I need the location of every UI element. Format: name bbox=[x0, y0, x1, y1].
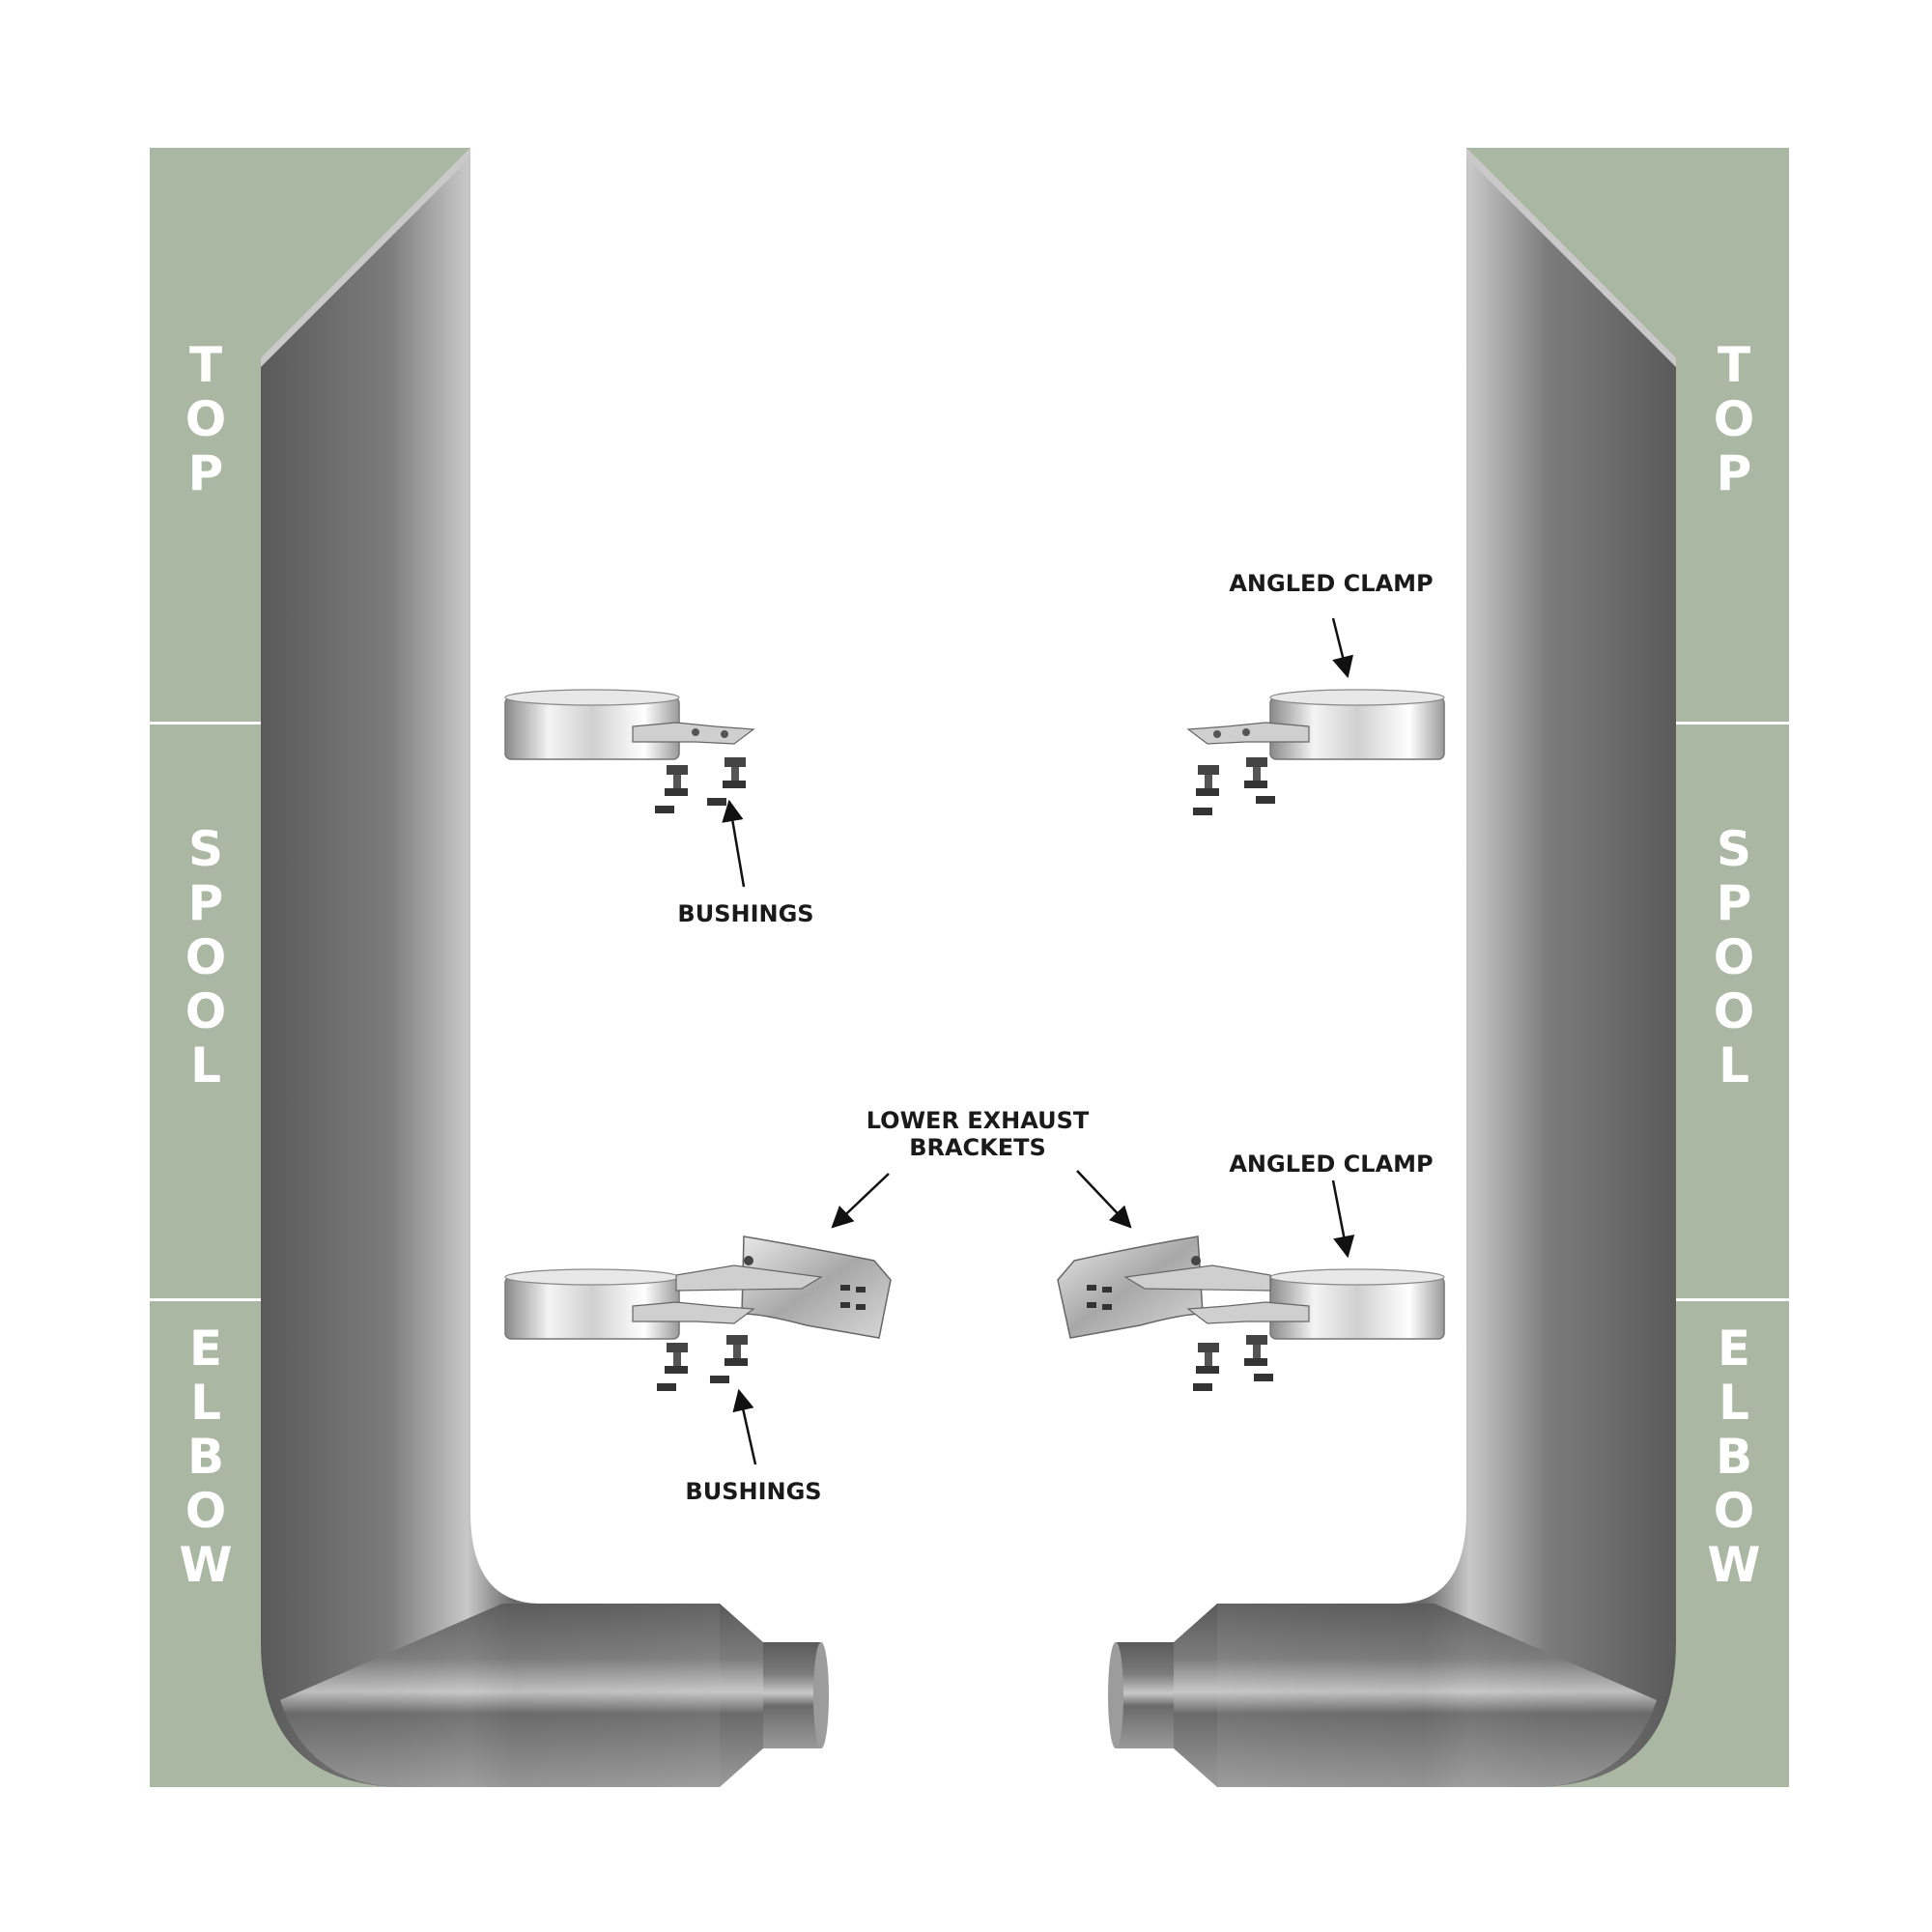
arrow-icon bbox=[732, 1388, 757, 1465]
upper-right-bushings-icon bbox=[1193, 757, 1275, 815]
lower-right-bushings-icon bbox=[1193, 1335, 1273, 1391]
bushings-label-lower: BUSHINGS bbox=[685, 1478, 821, 1505]
lower-right-clamp-icon bbox=[1123, 1264, 1445, 1340]
lower-left-bracket-icon bbox=[741, 1236, 892, 1339]
upper-left-clamp-icon bbox=[504, 689, 755, 760]
arrow-icon bbox=[831, 1173, 890, 1229]
arrow-icon bbox=[1331, 1179, 1355, 1259]
upper-left-bushings-icon bbox=[655, 757, 746, 813]
lower-exhaust-brackets-label-line1: LOWER EXHAUST bbox=[867, 1107, 1090, 1134]
lower-right-bracket-icon bbox=[1057, 1236, 1204, 1339]
lower-left-clamp-icon bbox=[504, 1264, 823, 1340]
lower-exhaust-brackets-label-line2: BRACKETS bbox=[909, 1134, 1046, 1161]
angled-clamp-label-upper: ANGLED CLAMP bbox=[1229, 570, 1433, 597]
arrow-icon bbox=[1076, 1170, 1132, 1229]
bushings-label-upper: BUSHINGS bbox=[677, 900, 813, 927]
arrow-icon bbox=[722, 799, 746, 888]
left-exhaust-pipe-icon bbox=[261, 148, 829, 1787]
arrow-icon bbox=[1331, 617, 1354, 679]
upper-right-clamp-icon bbox=[1186, 689, 1445, 760]
lower-left-bushings-icon bbox=[657, 1335, 748, 1391]
right-exhaust-pipe-icon bbox=[1108, 148, 1676, 1787]
angled-clamp-label-lower: ANGLED CLAMP bbox=[1229, 1151, 1433, 1178]
